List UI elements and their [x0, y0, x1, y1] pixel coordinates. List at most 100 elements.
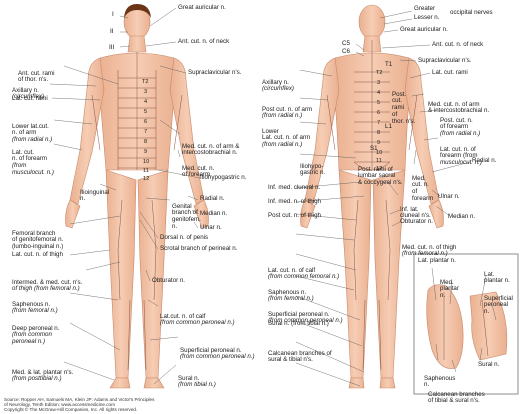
posterior-left-hand: [300, 199, 316, 229]
post-label-c6: C6: [342, 48, 350, 55]
anterior-right-hand: [193, 199, 209, 229]
post-dermatome-8: 8: [377, 130, 381, 136]
ant-label-supraclavicular: Supraclavicular n's.: [188, 69, 242, 76]
post-dermatome-12: 12: [376, 166, 383, 172]
post-label-greater: Greater: [414, 5, 435, 12]
post-dermatome-11: 11: [376, 158, 382, 164]
post-label-s1: S1: [370, 145, 378, 152]
post-dermatome-6: 6: [377, 110, 381, 116]
ant-dermatome-11: 11: [143, 168, 149, 174]
foot-inset-drawing: [426, 284, 508, 369]
source-line-2: of Neurology, Tenth Edition: www.accessm…: [4, 402, 115, 407]
ant-label-superficial-peroneal: Superficial peroneal n.(from common pero…: [180, 346, 255, 361]
ant-label-ulnar: Ulnar n.: [200, 224, 222, 231]
post-dermatome-5: 5: [377, 100, 381, 106]
post-label-supraclavicular: Supraclavicular n's.: [418, 57, 472, 64]
anterior-dermatome-lines: [91, 52, 183, 371]
ant-dermatome-5: 5: [144, 109, 148, 115]
ant-dermatome-7: 7: [144, 129, 148, 135]
anterior-left-arm: [69, 57, 105, 205]
posterior-right-hand: [428, 199, 444, 229]
post-label-sural: Sural n. (from tibial n.): [268, 320, 329, 327]
ant-label-radial: Radial n.: [200, 195, 225, 202]
post-dermatome-10: 10: [376, 150, 383, 156]
ant-label-med-cut-arm: Med. cut. n. of arm &intercostobrachial …: [182, 142, 240, 157]
ant-label-median: Median n.: [200, 210, 228, 217]
inset-label-lat-plantar: Lat. plantar n.: [418, 257, 456, 264]
post-label-c5: C5: [342, 40, 350, 47]
post-label-inf-med-thigh: Inf. med. n. of thigh: [268, 198, 321, 205]
post-label-post-cut-forearm: Post. cut. n.of forearm(from radial n.): [440, 116, 481, 138]
post-label-saphenous: Saphenous n.(from femoral n.): [268, 288, 314, 303]
ant-label-iliohypogastric: Iliohypogastric n.: [200, 174, 247, 181]
inset-label-lat-plantar-2: Lat.plantar n.: [484, 270, 510, 285]
post-label-post-cut-arm: Post cut. n. of arm(from radial n.): [262, 105, 313, 120]
anterior-right-arm: [169, 57, 205, 205]
ant-dermatome-8: 8: [144, 139, 148, 145]
ant-label-axillary: Axillary n.(circumflex): [12, 86, 44, 101]
post-label-post-cut-thigh: Post cut. n. of thigh: [268, 212, 321, 219]
ant-label-med-cut-forearm: Med. cut. n.of forearm: [182, 164, 215, 179]
roman-numeral-iii: III: [109, 44, 115, 51]
ant-label-lat-cut-calf: Lat.cut. n. of calf(from common peroneal…: [160, 312, 235, 327]
posterior-leader-lines: [295, 10, 471, 387]
post-label-axillary: Axillary n.(circumflex): [262, 78, 294, 93]
ant-dermatome-6: 6: [144, 119, 148, 125]
source-line-3: Copyright © The McGraw-Hill Companies, I…: [4, 407, 138, 412]
post-label-inf-med-cluneal: Inf. med. cluneal n.: [268, 184, 321, 191]
ant-label-lat-cut-thigh: Lat. cut. n. of thigh: [12, 251, 63, 258]
posterior-right-foot: [379, 377, 396, 389]
post-label-lesser: Lesser n.: [414, 14, 440, 21]
posterior-right-arm: [404, 57, 440, 205]
posterior-dermatome-lines: [326, 40, 418, 371]
post-label-lat-cut-calf: Lat. cut. n. of calf(from common femoral…: [268, 266, 340, 281]
anterior-right-leg: [137, 169, 169, 379]
foot-inset-frame: [413, 253, 519, 395]
anterior-left-foot: [109, 377, 131, 389]
ant-label-saphenous: Saphenous n.(from femoral n.): [12, 300, 58, 315]
anterior-left-hand: [65, 199, 81, 229]
anterior-neck: [127, 35, 147, 53]
post-label-radial: Radial n.: [472, 157, 497, 164]
ant-label-great-auricular: Great auricular n.: [178, 4, 226, 11]
ant-label-scrotal: Scrotal branch of perineal n.: [160, 245, 238, 252]
post-label-obturator: Obturator n.: [400, 218, 434, 225]
foot-inset-leaders: [431, 267, 497, 373]
post-label-lat-cut-rami: Lat. cut. rami: [432, 69, 468, 76]
source-line-1: Source: Ropper AH, Samuels MA, Klein JP:…: [4, 397, 155, 402]
anterior-hair: [124, 4, 151, 18]
inset-side-foot: [469, 291, 508, 361]
post-dermatome-t2: T2: [376, 70, 383, 76]
posterior-head: [358, 4, 386, 40]
roman-numeral-i: I: [112, 11, 114, 18]
post-label-inf-lat-cluneal: Inf. lat.cluneal n's.: [400, 205, 431, 220]
ant-dermatome-4: 4: [144, 99, 148, 105]
ant-label-ant-cut-neck: Ant. cut. n. of neck: [178, 38, 230, 45]
anterior-right-foot: [143, 377, 165, 389]
foot-inset-lines: [443, 292, 489, 360]
ant-dermatome-3: 3: [144, 89, 148, 95]
ant-label-dorsal-penis: Dorsal n. of penis: [160, 234, 209, 241]
post-label-med-cut-thigh: Med. cut. n. of thigh(from femoral n.): [402, 243, 457, 258]
post-label-great-auricular: Great auricular n.: [400, 26, 448, 33]
posterior-left-arm: [304, 57, 340, 205]
inset-sole: [426, 284, 464, 369]
post-label-occipital: occipital nerves: [450, 9, 493, 16]
post-label-iliohypogastric: Iliohypo-gastric n.: [300, 162, 326, 177]
post-dermatome-4: 4: [377, 90, 381, 96]
post-label-t1: T1: [385, 61, 393, 68]
post-label-l1: L1: [385, 123, 392, 130]
ant-label-med-lat-plantar: Med. & lat. plantar n's.(from posttibial…: [12, 368, 74, 383]
